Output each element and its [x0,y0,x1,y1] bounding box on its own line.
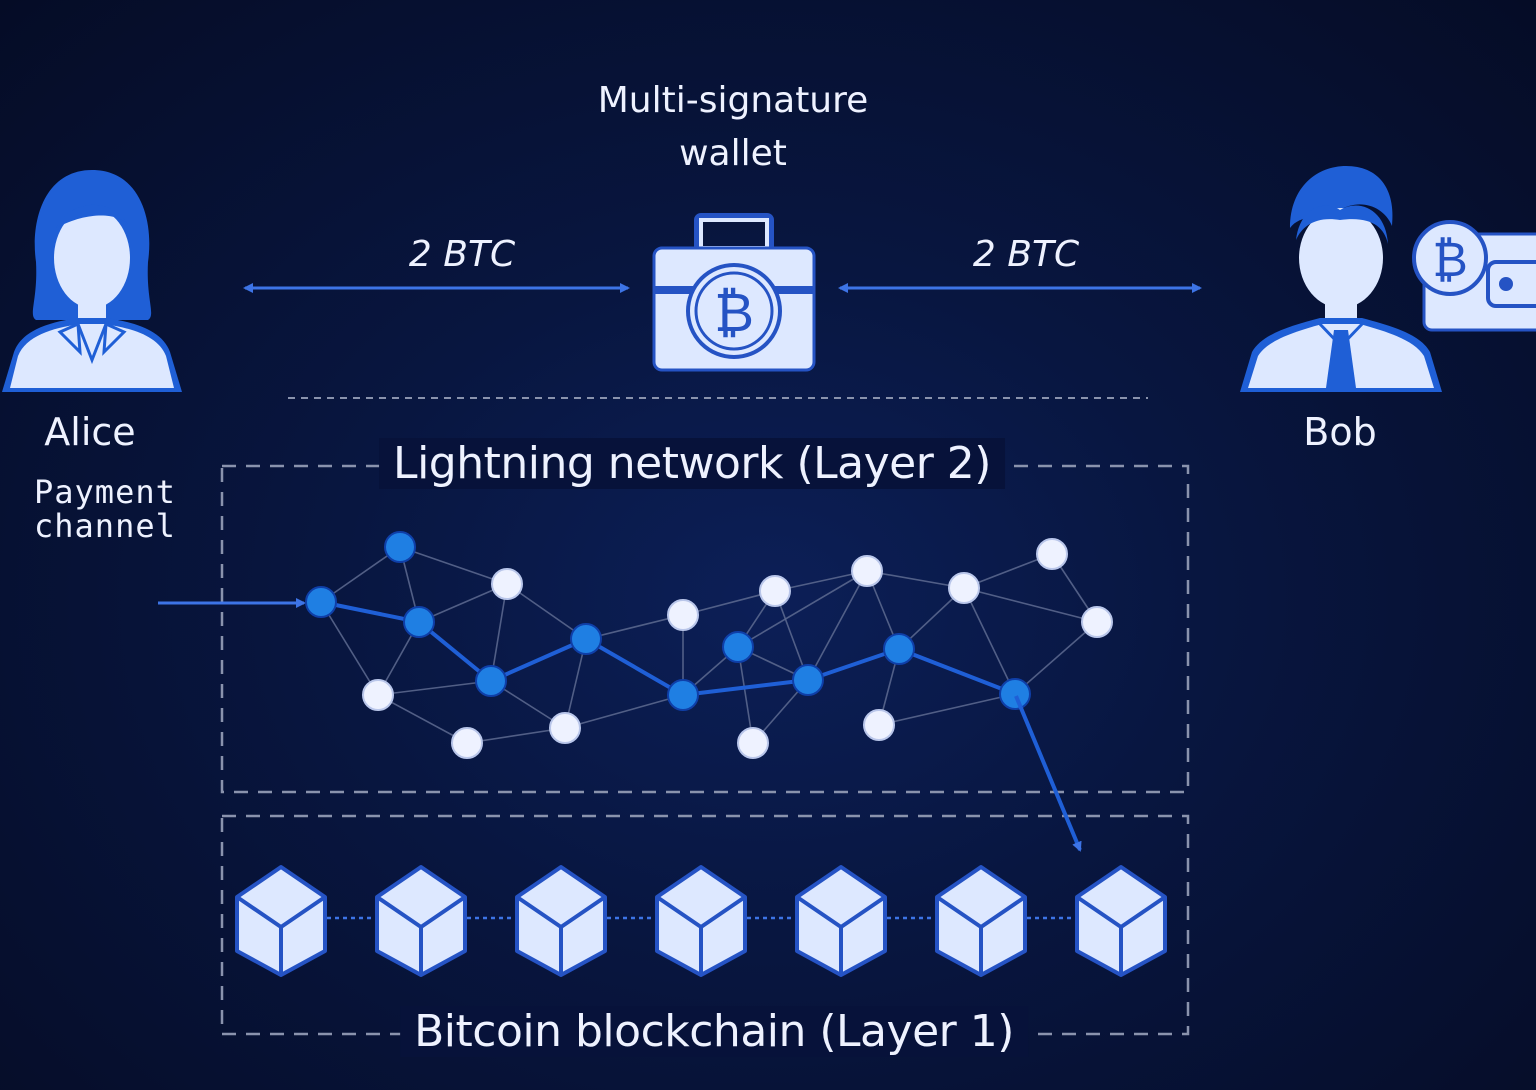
right-amount-label: 2 BTC [972,234,1080,275]
network-edge [377,694,468,744]
idle-node [737,727,769,759]
block-cube-icon [655,865,747,977]
network-edges [320,546,1098,744]
active-node [403,606,435,638]
bitcoin-briefcase-icon: ₿ [652,213,816,372]
alice-name: Alice [44,410,136,454]
route-segment [320,600,420,624]
svg-text:₿: ₿ [1432,232,1468,288]
payment-channel-line1: Payment [34,473,176,511]
layer2-title: Lightning network (Layer 2) [379,438,1005,489]
left-amount-label: 2 BTC [408,234,516,275]
active-node [305,586,337,618]
network-edge [399,546,508,585]
idle-node [1081,606,1113,638]
block-cube-icon [1075,865,1167,977]
bob-name: Bob [1303,410,1377,454]
blockchain-blocks [235,865,1167,977]
idle-node [549,712,581,744]
woman-avatar-icon [2,170,182,392]
man-avatar-icon [1240,166,1442,392]
idle-node [451,727,483,759]
bitcoin-card-wallet-icon: ₿ [1412,220,1536,332]
active-node [475,665,507,697]
block-cube-icon [235,865,327,977]
layer2-box [220,464,1190,794]
idle-node [491,568,523,600]
payment-channel-line2: channel [34,507,176,545]
active-node [883,633,915,665]
block-cube-icon [795,865,887,977]
network-edge [377,680,492,696]
network-edge [963,587,1098,623]
network-edge [963,587,1016,695]
idle-node [759,575,791,607]
wallet-title-line1: Multi-signature [597,80,869,121]
layer1-title: Bitcoin blockchain (Layer 1) [400,1006,1028,1057]
network-edge [585,614,684,640]
active-node [999,678,1031,710]
network-edge [490,583,508,682]
network-edge [506,583,587,640]
route-segment [807,647,900,682]
network-edge [320,546,401,603]
active-node [667,679,699,711]
idle-node [1036,538,1068,570]
idle-node [851,555,883,587]
route-segment [898,647,1016,696]
route-segment [682,678,809,697]
svg-text:₿: ₿ [714,281,754,344]
wallet-title-line2: wallet [679,133,787,174]
network-edge [878,693,1016,726]
idle-node [863,709,895,741]
route-segment [490,637,587,683]
active-node [792,664,824,696]
network-edge [320,601,379,696]
network-edge [866,570,965,589]
route-segment [585,637,684,697]
active-node [384,531,416,563]
settlement-arrow [1014,695,1082,852]
network-edge [564,694,684,729]
idle-node [667,599,699,631]
block-cube-icon [515,865,607,977]
network-nodes [305,531,1113,759]
network-edge [737,646,754,744]
network-edge [807,570,868,681]
active-node [570,623,602,655]
active-node [722,631,754,663]
network-edge [466,727,566,744]
network-edge [737,570,868,648]
block-cube-icon [935,865,1027,977]
idle-node [948,572,980,604]
idle-node [362,679,394,711]
block-cube-icon [375,865,467,977]
network-edge [1014,621,1098,695]
